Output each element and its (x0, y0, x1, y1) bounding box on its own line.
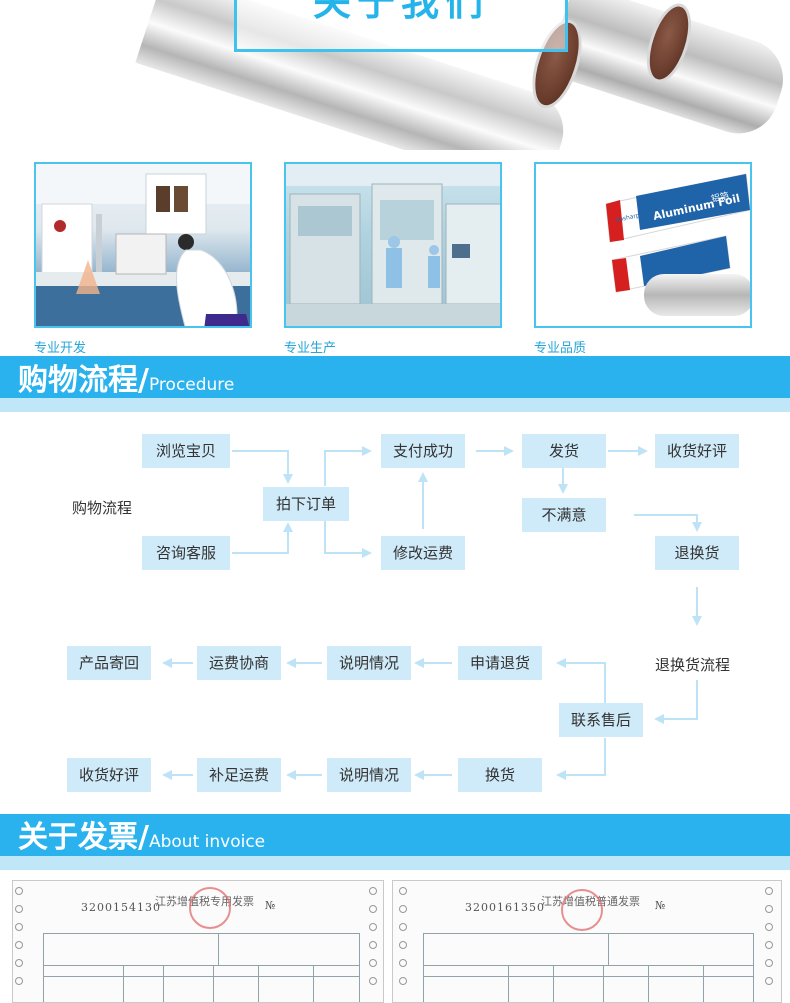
flow-step-receive-review: 收货好评 (655, 434, 739, 468)
flow-step-consult: 咨询客服 (142, 536, 230, 570)
flow-step-send-back: 产品寄回 (67, 646, 151, 680)
invoice-heading: 关于发票/About invoice (18, 823, 265, 853)
flow-step-return: 退换货 (655, 536, 739, 570)
flow-step-modify-freight: 修改运费 (381, 536, 465, 570)
production-photo (284, 162, 502, 328)
return-flow-label: 退换货流程 (655, 656, 731, 674)
procedure-title: 购物流程/ (18, 363, 149, 398)
flow-step-negotiate-freight: 运费协商 (197, 646, 281, 680)
invoice-no-mark: № (265, 899, 276, 912)
flow-step-ship: 发货 (522, 434, 606, 468)
flow-step-browse: 浏览宝贝 (142, 434, 230, 468)
invoice-title: 关于发票/ (18, 820, 149, 855)
shopping-flow-label: 购物流程 (72, 499, 133, 517)
lab-photo (34, 162, 252, 328)
procedure-subtitle: Procedure (148, 375, 235, 395)
about-banner: 关于我们 (0, 0, 790, 150)
perforation-holes-right (369, 887, 379, 1002)
photo-caption-development: 专业开发 (34, 341, 87, 356)
flow-step-order: 拍下订单 (263, 487, 349, 521)
foil-brand-logo: bosharp (615, 212, 640, 224)
tax-stamp (189, 887, 231, 929)
flow-step-add-freight: 补足运费 (197, 758, 281, 792)
about-title: 关于我们 (312, 0, 489, 24)
vat-general-invoice-image: 3200161350 江苏增值税普通发票 № (392, 880, 782, 1003)
about-title-frame: 关于我们 (234, 0, 568, 52)
flow-step-after-sales: 联系售后 (559, 703, 643, 737)
perforation-holes-2-right (765, 887, 775, 1002)
invoice-number-2: 3200161350 (465, 901, 545, 914)
vat-special-invoice-image: 3200154130 江苏增值税专用发票 № (12, 880, 384, 1003)
flow-step-receive-review-2: 收货好评 (67, 758, 151, 792)
invoice-subtitle: About invoice (148, 832, 266, 852)
perforation-holes (15, 887, 25, 1002)
photo-caption-quality: 专业品质 (534, 341, 587, 356)
flow-step-exchange: 换货 (458, 758, 542, 792)
photo-caption-production: 专业生产 (284, 341, 337, 356)
foil-product-photo: Aluminum Foil 铝箔 bosharp (534, 162, 752, 328)
procedure-heading: 购物流程/Procedure (18, 366, 234, 396)
procedure-header-strip (0, 398, 790, 412)
tax-stamp-2 (561, 889, 603, 931)
foil-brand-cn: 铝箔 (710, 189, 730, 204)
invoice-header-strip (0, 856, 790, 870)
flow-step-explain: 说明情况 (327, 646, 411, 680)
invoice-no-mark-2: № (655, 899, 666, 912)
perforation-holes-2 (399, 887, 409, 1002)
flow-step-pay: 支付成功 (381, 434, 465, 468)
flow-step-unsatisfied: 不满意 (522, 498, 606, 532)
flow-step-explain-2: 说明情况 (327, 758, 411, 792)
flow-step-apply-refund: 申请退货 (458, 646, 542, 680)
invoice-number: 3200154130 (81, 901, 161, 914)
